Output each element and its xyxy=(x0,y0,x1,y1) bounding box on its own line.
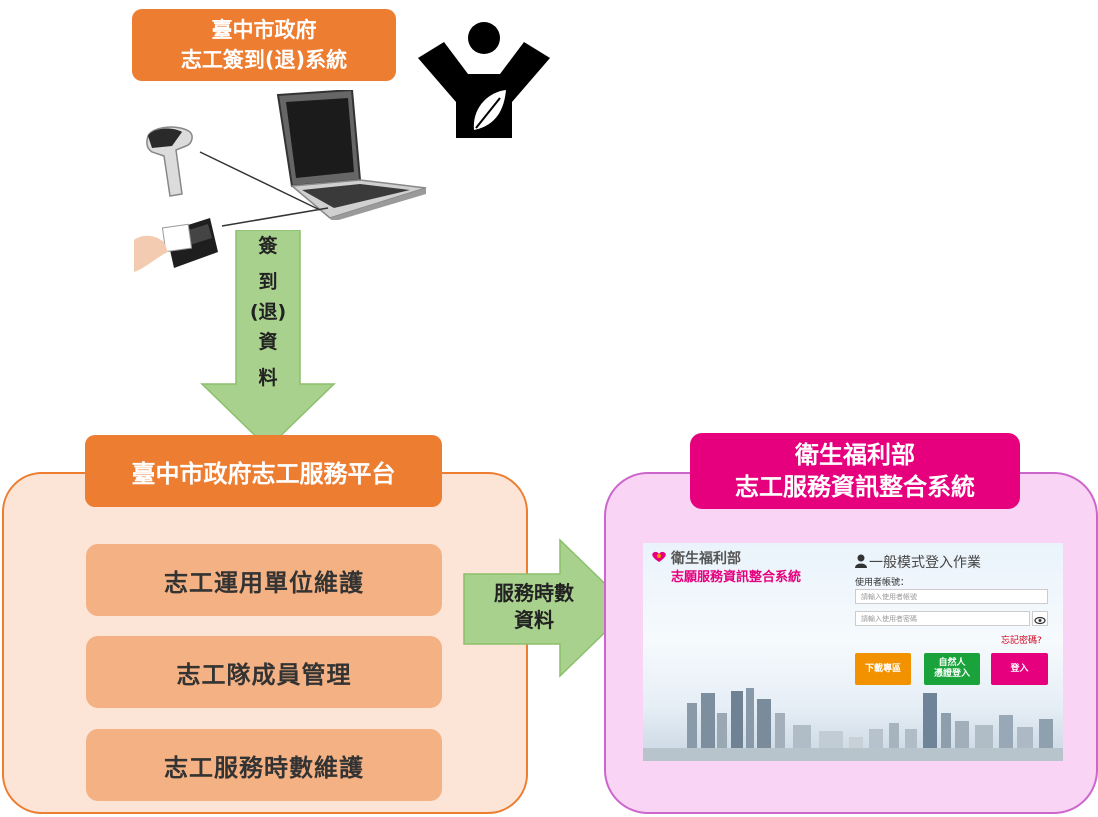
unit-maintenance-item[interactable]: 志工運用單位維護 xyxy=(86,544,442,616)
down-label-1: 簽 xyxy=(258,235,278,257)
user-icon xyxy=(855,553,867,568)
city-skyline xyxy=(643,688,1063,761)
account-label: 使用者帳號： xyxy=(855,578,910,588)
signin-title-line2: 志工簽到(退)系統 xyxy=(180,48,348,72)
volunteer-person-icon xyxy=(418,22,550,138)
hours-maintenance-item[interactable]: 志工服務時數維護 xyxy=(86,729,442,801)
download-button[interactable]: 下載專區 xyxy=(855,653,911,685)
login-brand: 衛生福利部 xyxy=(671,551,741,567)
down-label-5: 料 xyxy=(258,367,278,389)
right-arrow xyxy=(463,538,632,678)
down-label-3: (退) xyxy=(249,301,287,323)
login-button[interactable]: 登入 xyxy=(991,653,1048,685)
down-label-4: 資 xyxy=(258,331,278,353)
right-arrow-label: 服務時數 資料 xyxy=(468,580,600,634)
login-title: 一般模式登入作業 xyxy=(869,555,981,571)
signin-title-line1: 臺中市政府 xyxy=(211,18,317,42)
down-arrow-label: 簽 到 (退) 資 料 xyxy=(236,233,300,391)
right-label-1: 服務時數 xyxy=(494,581,574,605)
natural-cert-line1: 自然人 xyxy=(938,658,966,668)
mohw-title: 衛生福利部 志工服務資訊整合系統 xyxy=(690,433,1020,509)
mohw-title-line2: 志工服務資訊整合系統 xyxy=(735,473,975,501)
down-arrow xyxy=(200,230,336,450)
login-system-name: 志願服務資訊整合系統 xyxy=(671,570,802,585)
login-screenshot: 衛生福利部 志願服務資訊整合系統 一般模式登入作業 使用者帳號： 請輸入使用者帳… xyxy=(643,543,1063,761)
mohw-title-line1: 衛生福利部 xyxy=(795,441,915,469)
platform-title: 臺中市政府志工服務平台 xyxy=(85,435,442,507)
natural-cert-login-button[interactable]: 自然人 憑證登入 xyxy=(924,653,980,685)
password-input[interactable]: 請輸入使用者密碼 xyxy=(855,611,1030,626)
down-label-2: 到 xyxy=(258,271,278,293)
barcode-scanner-icon xyxy=(146,126,193,197)
right-label-2: 資料 xyxy=(514,608,554,632)
member-management-item[interactable]: 志工隊成員管理 xyxy=(86,636,442,708)
laptop-icon xyxy=(276,90,427,220)
show-password-eye-icon[interactable] xyxy=(1032,611,1048,626)
card-reader-icon xyxy=(134,218,218,272)
forgot-password-link[interactable]: 忘記密碼? xyxy=(1001,636,1042,646)
mohw-logo-icon xyxy=(652,551,666,562)
signin-system-title: 臺中市政府 志工簽到(退)系統 xyxy=(132,9,396,81)
account-input[interactable]: 請輸入使用者帳號 xyxy=(855,589,1048,604)
natural-cert-line2: 憑證登入 xyxy=(933,669,970,679)
